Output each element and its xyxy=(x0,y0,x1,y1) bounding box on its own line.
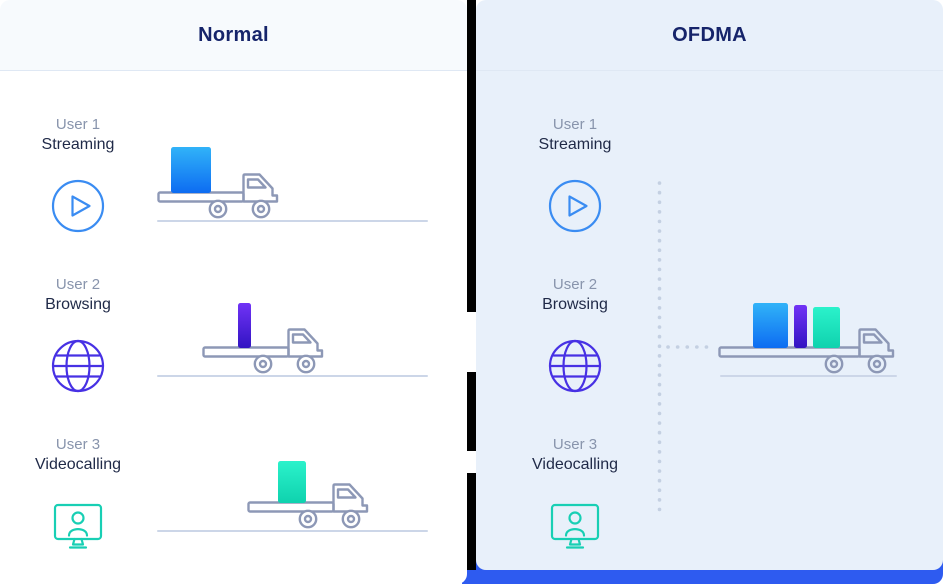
road-line xyxy=(720,375,897,377)
road-line xyxy=(157,375,428,377)
panel-ofdma-header: OFDMA xyxy=(476,0,943,71)
user-2-name: User 2 xyxy=(55,276,101,293)
panel-ofdma-title: OFDMA xyxy=(672,23,747,46)
play-icon xyxy=(547,178,603,234)
user-2-name: User 2 xyxy=(552,276,598,293)
user-1-name: User 1 xyxy=(552,116,598,133)
cargo-browsing-block xyxy=(794,305,807,348)
user-1-block: User 1 Streaming xyxy=(13,116,143,239)
user-2-block: User 2 Browsing xyxy=(13,276,143,399)
play-icon xyxy=(50,178,106,234)
cargo-streaming-block xyxy=(171,147,211,193)
truck-icon xyxy=(200,318,330,374)
cargo-browsing-block xyxy=(238,303,251,348)
cargo-videocalling-block xyxy=(278,461,306,503)
user-3-activity: Videocalling xyxy=(532,456,618,473)
panel-normal-title: Normal xyxy=(198,23,269,46)
panel-normal-header: Normal xyxy=(0,0,467,71)
globe-icon xyxy=(547,338,603,394)
truck-icon xyxy=(245,473,375,529)
user-3-block: User 3 Videocalling xyxy=(13,436,143,557)
user-2-block: User 2 Browsing xyxy=(510,276,640,399)
user-1-name: User 1 xyxy=(55,116,101,133)
user-3-name: User 3 xyxy=(55,436,101,453)
user-1-activity: Streaming xyxy=(538,136,612,153)
shared-truck-icon xyxy=(716,318,901,374)
user-1-activity: Streaming xyxy=(41,136,115,153)
cargo-videocalling-block xyxy=(813,307,840,348)
user-3-activity: Videocalling xyxy=(35,456,121,473)
panel-normal: Normal User 1 Streaming User 2 Browsing xyxy=(0,0,467,584)
globe-icon xyxy=(50,338,106,394)
road-line xyxy=(157,220,428,222)
panel-divider xyxy=(467,0,476,570)
monitor-user-icon xyxy=(547,498,603,552)
monitor-user-icon xyxy=(50,498,106,552)
user-2-activity: Browsing xyxy=(542,296,608,313)
divider-gap xyxy=(467,451,476,473)
divider-gap xyxy=(467,312,476,372)
truck-icon xyxy=(155,163,285,219)
user-2-activity: Browsing xyxy=(45,296,111,313)
cargo-streaming-block xyxy=(753,303,788,348)
road-line xyxy=(157,530,428,532)
user-1-block: User 1 Streaming xyxy=(510,116,640,239)
panel-ofdma: OFDMA User 1 Streaming User 2 Browsing xyxy=(476,0,943,570)
user-3-name: User 3 xyxy=(552,436,598,453)
user-3-block: User 3 Videocalling xyxy=(510,436,640,557)
